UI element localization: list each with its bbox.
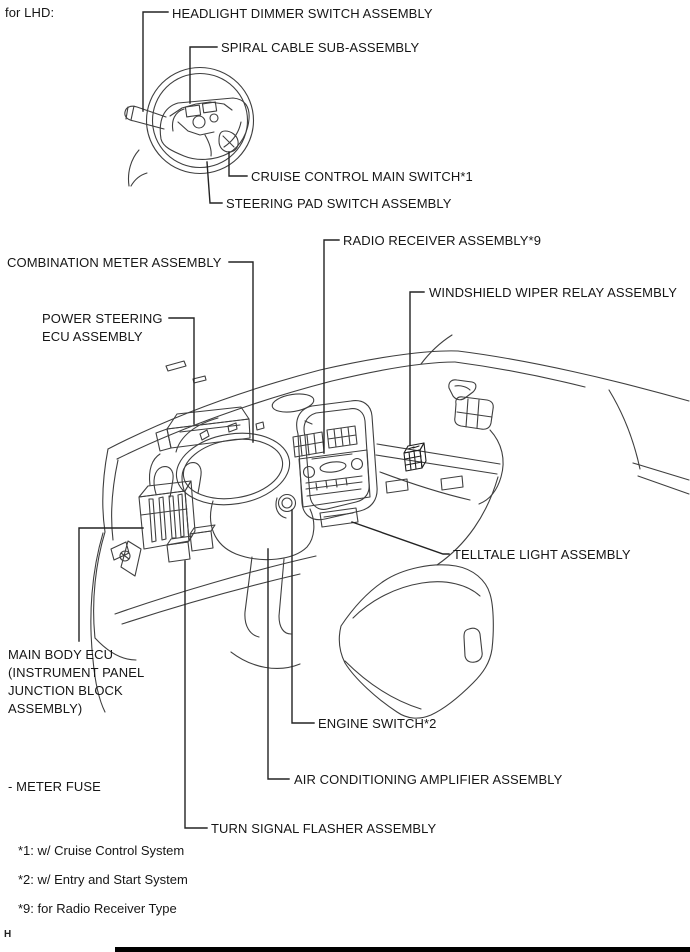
instrument-panel-drawing — [90, 334, 690, 713]
callout-telltale-light: TELLTALE LIGHT ASSEMBLY — [453, 547, 631, 562]
leader-power-steering — [168, 317, 195, 425]
callout-power-steering-line1: POWER STEERING — [42, 311, 163, 326]
center-console-drawing — [338, 564, 494, 719]
leader-engine-switch — [291, 509, 315, 724]
combination-meter-drawing — [175, 417, 291, 506]
callout-main-body-ecu-line2: (INSTRUMENT PANEL — [8, 665, 145, 680]
leader-main-body-ecu — [78, 527, 144, 642]
leader-combination-meter — [228, 261, 254, 443]
variant-label: for LHD: — [5, 5, 55, 20]
leader-wiper-relay — [409, 291, 425, 446]
leader-telltale — [351, 521, 450, 555]
footer-bar — [115, 947, 690, 952]
callout-radio-receiver: RADIO RECEIVER ASSEMBLY*9 — [343, 233, 542, 248]
leader-turn-signal — [184, 560, 208, 829]
callout-spiral-cable: SPIRAL CABLE SUB-ASSEMBLY — [221, 40, 420, 55]
callout-combination-meter: COMBINATION METER ASSEMBLY — [7, 255, 222, 270]
leader-headlight-dimmer — [142, 11, 169, 112]
center-stack-drawing — [292, 400, 378, 521]
leader-cruise-control — [228, 151, 248, 177]
callout-steering-pad: STEERING PAD SWITCH ASSEMBLY — [226, 196, 452, 211]
passenger-side-drawing — [375, 379, 504, 566]
footnote-9: *9: for Radio Receiver Type — [18, 901, 177, 916]
telltale-light-drawing — [319, 507, 359, 528]
page-marker: H — [4, 929, 12, 940]
callout-headlight-dimmer: HEADLIGHT DIMMER SWITCH ASSEMBLY — [172, 6, 433, 21]
callout-main-body-ecu-line4: ASSEMBLY) — [8, 701, 83, 716]
callout-turn-signal: TURN SIGNAL FLASHER ASSEMBLY — [211, 821, 437, 836]
callout-main-body-ecu-line1: MAIN BODY ECU — [8, 647, 114, 662]
callout-meter-fuse: - METER FUSE — [8, 779, 101, 794]
callout-ac-amplifier: AIR CONDITIONING AMPLIFIER ASSEMBLY — [294, 772, 563, 787]
callout-cruise-control: CRUISE CONTROL MAIN SWITCH*1 — [251, 169, 473, 184]
footnote-2: *2: w/ Entry and Start System — [18, 872, 188, 887]
callout-wiper-relay: WINDSHIELD WIPER RELAY ASSEMBLY — [429, 285, 677, 300]
engine-switch-drawing — [275, 493, 297, 519]
leader-steering-pad — [206, 161, 223, 204]
callout-main-body-ecu-line3: JUNCTION BLOCK — [8, 683, 123, 698]
callout-power-steering: POWER STEERING ECU ASSEMBLY — [42, 310, 163, 346]
leader-radio — [323, 239, 340, 454]
leader-spiral-cable — [189, 46, 218, 104]
steering-wheel-drawing — [124, 66, 255, 187]
callout-engine-switch: ENGINE SWITCH*2 — [318, 716, 437, 731]
leader-lines — [78, 11, 450, 829]
footnote-1: *1: w/ Cruise Control System — [18, 843, 185, 858]
callout-power-steering-line2: ECU ASSEMBLY — [42, 329, 143, 344]
junction-block-drawing — [110, 453, 216, 577]
callout-main-body-ecu: MAIN BODY ECU (INSTRUMENT PANEL JUNCTION… — [8, 646, 144, 718]
power-steering-ecu-drawing — [155, 406, 251, 452]
steering-column-drawing — [209, 500, 315, 669]
leader-ac-amplifier — [267, 548, 290, 780]
wiper-relay-drawing — [403, 442, 427, 472]
